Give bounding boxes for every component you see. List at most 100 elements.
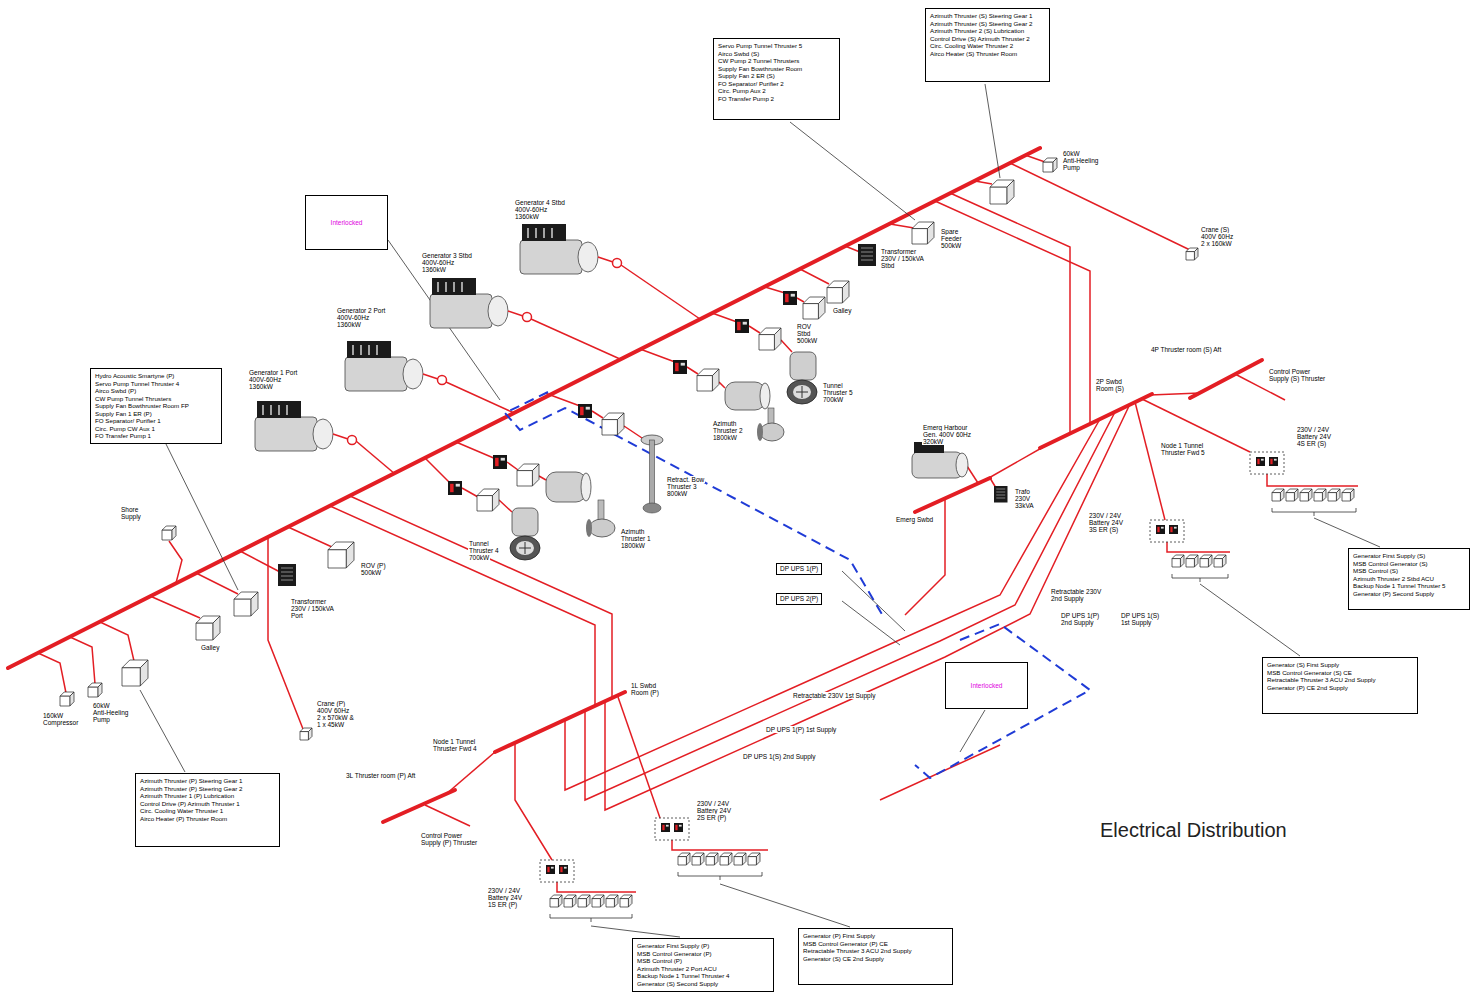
drawing-shape: [522, 224, 566, 241]
drawing-shape: [613, 259, 622, 268]
node-text: Generator (P) First Supply: [803, 932, 948, 940]
equipment-label: 500kW: [796, 337, 818, 344]
consumer-panel: [60, 158, 1198, 740]
node-text: Supply Fan Bowthruster Room FP: [95, 402, 217, 410]
equipment-label: Azimuth: [712, 420, 737, 427]
node-text: Hydro Acoustic Smartyne (P): [95, 372, 217, 380]
equipment-label: 400V-60Hz: [421, 259, 455, 266]
equipment-label: Port: [290, 612, 304, 619]
symbol-instance: [1300, 489, 1312, 501]
symbol-instance: [448, 481, 462, 495]
symbol-instance: [564, 895, 576, 907]
callout-box: Azimuth Thruster (P) Steering Gear 1Azim…: [135, 773, 280, 847]
symbol-instance: [550, 895, 562, 907]
symbol-instance: [827, 281, 849, 303]
starter-panel: [448, 291, 797, 495]
symbol-instance: [1342, 489, 1354, 501]
drawing-shape: [586, 519, 592, 537]
equipment-label: 1st Supply: [1120, 619, 1152, 626]
wire-path: [975, 181, 992, 184]
wire-path: [980, 446, 1045, 483]
battery-charger: [546, 457, 1278, 874]
wire-path: [268, 537, 303, 729]
symbol-instance: [912, 222, 934, 244]
symbol-instance: [546, 865, 555, 874]
equipment-label: 1360kW: [248, 383, 274, 390]
node-text: Generator First Supply (P): [637, 942, 769, 950]
symbol-instance: [517, 464, 539, 486]
drawing-shape: [793, 385, 811, 399]
symbol-instance: [234, 592, 258, 616]
node-text: Azimuth Thruster (S) Steering Gear 2: [930, 20, 1045, 28]
wire-path: [967, 466, 978, 483]
wire-path: [140, 690, 185, 772]
wire-path: [388, 240, 500, 400]
drawing-shape: [912, 452, 962, 478]
wire-path: [842, 601, 900, 645]
equipment-label: 400V 60Hz: [1200, 233, 1234, 240]
generator: [255, 401, 357, 451]
drawing-shape: [488, 296, 508, 326]
node-text: FO Separator/ Purifier 1: [95, 417, 217, 425]
drawing-shape: [760, 423, 784, 441]
wire-path: [796, 386, 808, 398]
ups-tag: DP UPS 2(P): [776, 593, 822, 605]
equipment-label: Compressor: [42, 719, 79, 726]
symbol-instance: [783, 291, 797, 305]
equipment-label: Crane (S): [1200, 226, 1230, 233]
emergency-generator: [912, 442, 968, 478]
node-text: MSB Control (S): [1353, 567, 1465, 575]
equipment-label: Battery 24V: [1296, 433, 1332, 440]
callout-box: Generator (S) First SupplyMSB Control Ge…: [1262, 657, 1418, 714]
node-text: Generator (S) CE 2nd Supply: [803, 955, 948, 963]
node-text: Azimuth Thruster 1 (P) Lubrication: [140, 792, 275, 800]
symbol-instance: [578, 404, 592, 418]
wire-path: [545, 393, 645, 440]
drawing-shape: [348, 436, 357, 445]
wire-path: [100, 622, 134, 661]
wire-path: [1135, 402, 1165, 520]
drawing-shape: [581, 473, 591, 501]
equipment-label: Room (S): [1095, 385, 1125, 392]
equipment-label: 60kW: [1062, 150, 1081, 157]
wire-path: [712, 313, 792, 352]
wire-path: [383, 790, 455, 822]
battery-unit: [540, 452, 1356, 922]
node-text: Supply Fan Bowthruster Room: [718, 65, 835, 73]
node-text: Circ. Cooling Water Thruster 2: [930, 42, 1045, 50]
equipment-label: 500kW: [940, 242, 962, 249]
equipment-label: Crane (P): [316, 700, 346, 707]
equipment-label: 1360kW: [421, 266, 447, 273]
drawing-shape: [643, 503, 661, 513]
symbol-instance: [858, 244, 876, 266]
wire-path: [598, 257, 613, 262]
node-text: Backup Node 1 Tunnel Thruster 4: [637, 972, 769, 980]
retractable-thruster: [641, 435, 663, 513]
callout-box: Azimuth Thruster (S) Steering Gear 1Azim…: [925, 8, 1050, 82]
node-text: Interlocked: [331, 219, 363, 226]
wire-path: [70, 637, 95, 684]
wire-path: [950, 193, 1070, 434]
leader-line: [140, 84, 1380, 937]
node-text: FO Separator/ Purifier 2: [718, 80, 835, 88]
equipment-label: DP UPS 1(S) 2nd Supply: [742, 753, 817, 760]
equipment-label: Control Power: [420, 832, 463, 839]
equipment-label: Anti-Heeling: [92, 709, 129, 716]
symbol-instance: [1214, 555, 1226, 567]
symbol-instance: [620, 895, 632, 907]
equipment-label: 700kW: [822, 396, 844, 403]
wire-path: [240, 551, 280, 572]
equipment-label: 800kW: [666, 490, 688, 497]
drawing-shape: [787, 380, 817, 404]
equipment-label: 1800kW: [620, 542, 646, 549]
equipment-label: 4P Thruster room (S) Aft: [1150, 346, 1222, 353]
wire-path: [1025, 155, 1045, 162]
equipment-label: 400V 60Hz: [316, 707, 350, 714]
drawing-shape: [956, 453, 968, 477]
wire-path: [890, 224, 914, 228]
wire-path: [672, 840, 768, 850]
wire-path: [353, 345, 377, 355]
node-text: Servo Pump Tunnel Thruster 4: [95, 380, 217, 388]
node-text: Retractable Thruster 3 ACU 2nd Supply: [803, 947, 948, 955]
equipment-label: 1360kW: [336, 321, 362, 328]
